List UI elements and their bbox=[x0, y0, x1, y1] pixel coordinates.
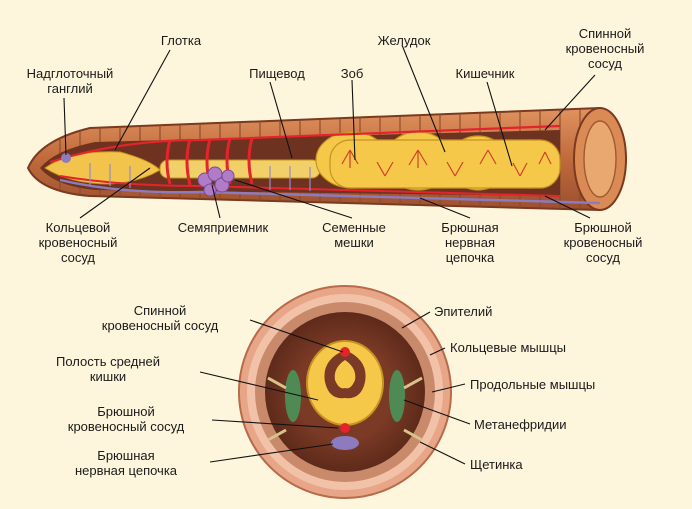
gut-capillaries bbox=[341, 149, 552, 177]
nephridia-tubes bbox=[89, 163, 311, 191]
esophagus-shape bbox=[159, 159, 321, 179]
label-cs-metanephridia: Метанефридии bbox=[474, 417, 567, 432]
label-stomach: Желудок bbox=[377, 33, 431, 48]
label-cs-dorsal-vessel: Спинной кровеносный сосуд bbox=[101, 303, 219, 333]
cross-metanephridium-left bbox=[285, 370, 301, 422]
cross-setae bbox=[267, 376, 423, 442]
label-pharynx: Глотка bbox=[160, 33, 202, 48]
worm-longitudinal-section bbox=[26, 106, 628, 212]
label-dorsal-vessel: Спинной кровеносный сосуд bbox=[565, 26, 645, 71]
leader-lines bbox=[63, 44, 596, 465]
label-seminal-receptacle: Семяприемник bbox=[177, 220, 269, 235]
seminal-receptacle-shape bbox=[197, 166, 235, 197]
label-nerve-cord: Брюшная нервная цепочка bbox=[441, 220, 499, 265]
label-cs-nerve-cord: Брюшная нервная цепочка bbox=[74, 448, 178, 478]
label-cs-gut-cavity: Полость средней кишки bbox=[55, 354, 161, 384]
label-cs-ventral-vessel: Брюшной кровеносный сосуд bbox=[67, 404, 185, 434]
label-cs-epithelium: Эпителий bbox=[434, 304, 493, 319]
label-ganglion: Надглоточный ганглий bbox=[26, 66, 114, 96]
cross-dorsal-vessel bbox=[340, 347, 350, 357]
label-ring-vessel: Кольцевой кровеносный сосуд bbox=[38, 220, 118, 265]
label-cs-setae: Щетинка bbox=[470, 457, 523, 472]
nerve-cord-line bbox=[59, 178, 601, 205]
worm-cross-section bbox=[238, 285, 452, 499]
label-cs-longitudinal-muscles: Продольные мышцы bbox=[470, 377, 596, 392]
cross-ventral-vessel bbox=[340, 423, 350, 433]
label-ventral-vessel: Брюшной кровеносный сосуд bbox=[563, 220, 643, 265]
cross-metanephridium-right bbox=[389, 370, 405, 422]
cross-nerve-cord bbox=[331, 436, 359, 450]
crop-stomach-intestine bbox=[315, 131, 561, 191]
label-seminal-sacs: Семенные мешки bbox=[322, 220, 386, 250]
label-esophagus: Пищевод bbox=[249, 66, 305, 81]
label-intestine: Кишечник bbox=[455, 66, 515, 81]
label-crop: Зоб bbox=[340, 66, 364, 81]
label-cs-circular-muscles: Кольцевые мышцы bbox=[450, 340, 566, 355]
ganglion-shape bbox=[61, 153, 71, 163]
ventral-vessel-line bbox=[59, 175, 561, 197]
